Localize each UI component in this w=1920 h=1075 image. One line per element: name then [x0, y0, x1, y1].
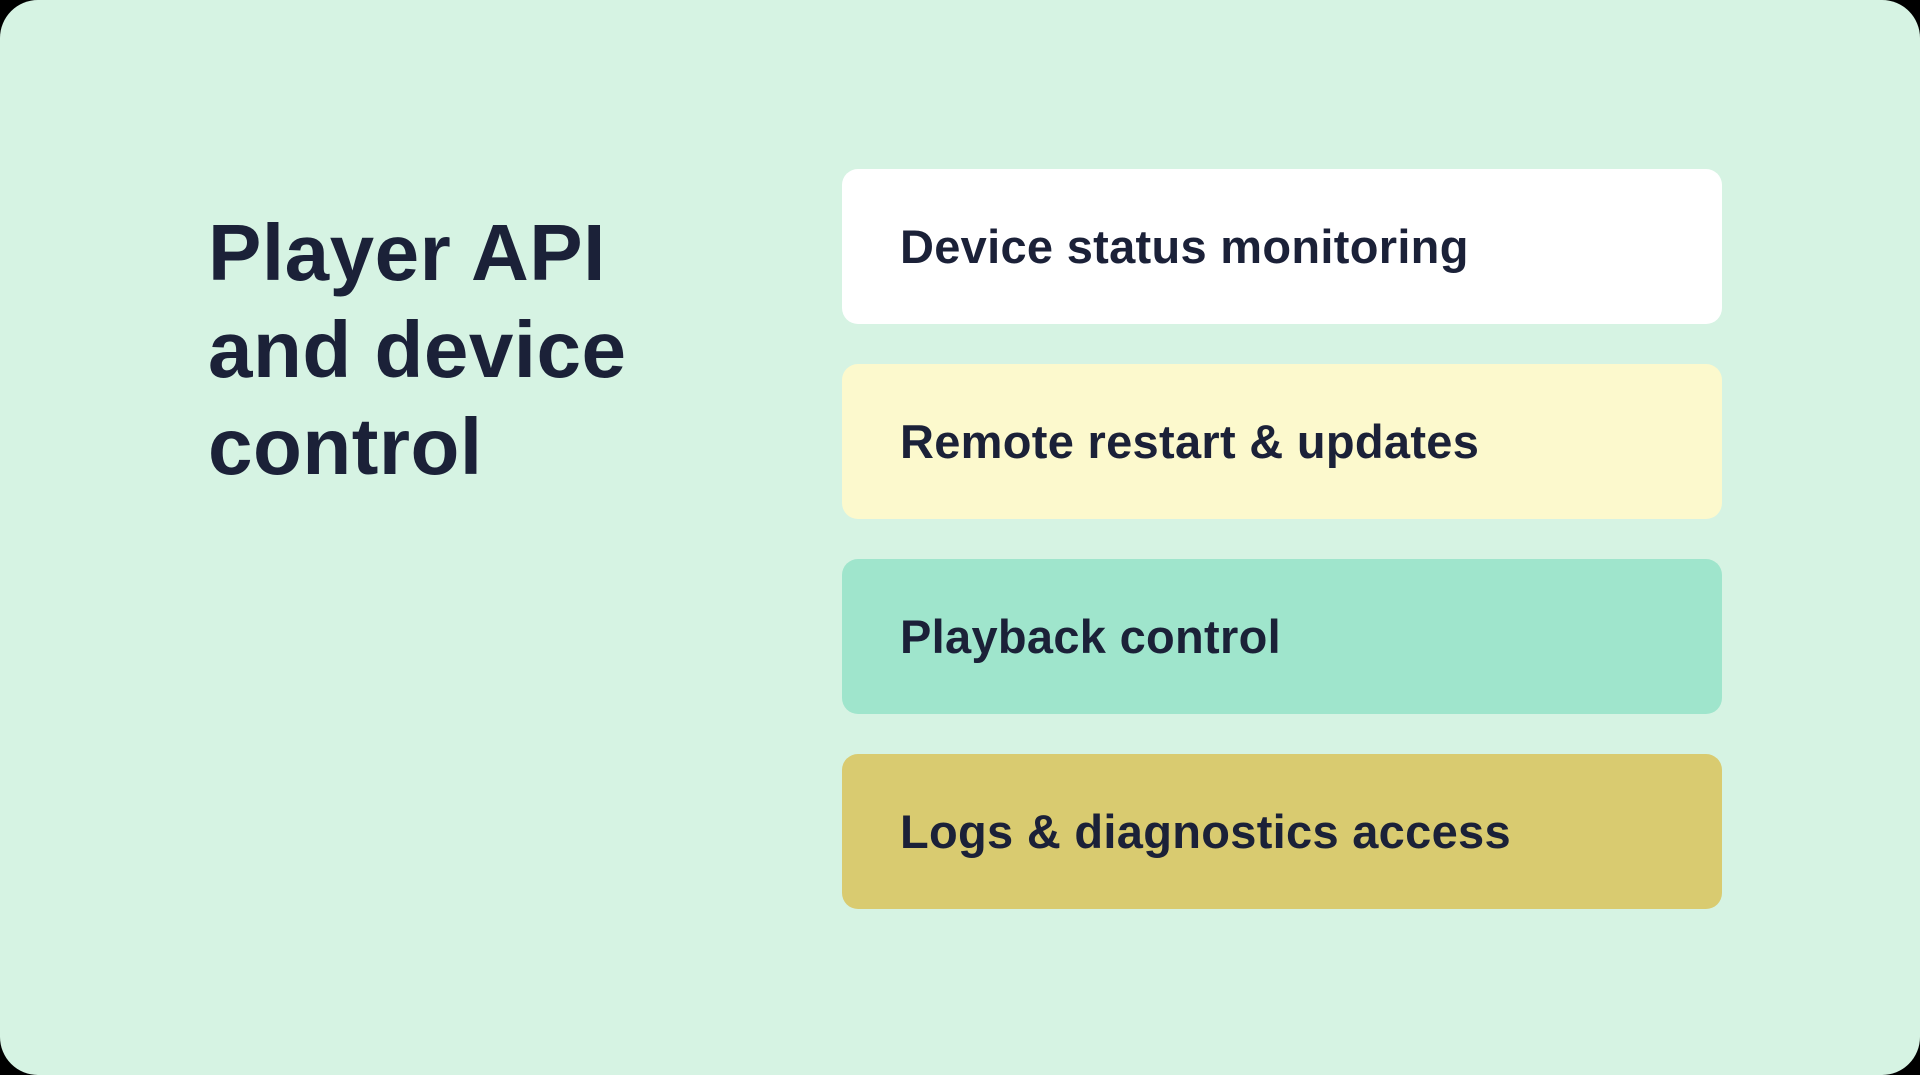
page-title: Player API and device control [208, 207, 627, 491]
feature-card-remote-restart: Remote restart & updates [842, 364, 1722, 519]
feature-card-label: Playback control [900, 610, 1281, 663]
feature-card-label: Device status monitoring [900, 220, 1469, 273]
feature-card-label: Logs & diagnostics access [900, 805, 1511, 858]
feature-card-playback-control: Playback control [842, 559, 1722, 714]
feature-card-device-status: Device status monitoring [842, 169, 1722, 324]
feature-card-label: Remote restart & updates [900, 415, 1480, 468]
feature-card-logs-diagnostics: Logs & diagnostics access [842, 754, 1722, 909]
